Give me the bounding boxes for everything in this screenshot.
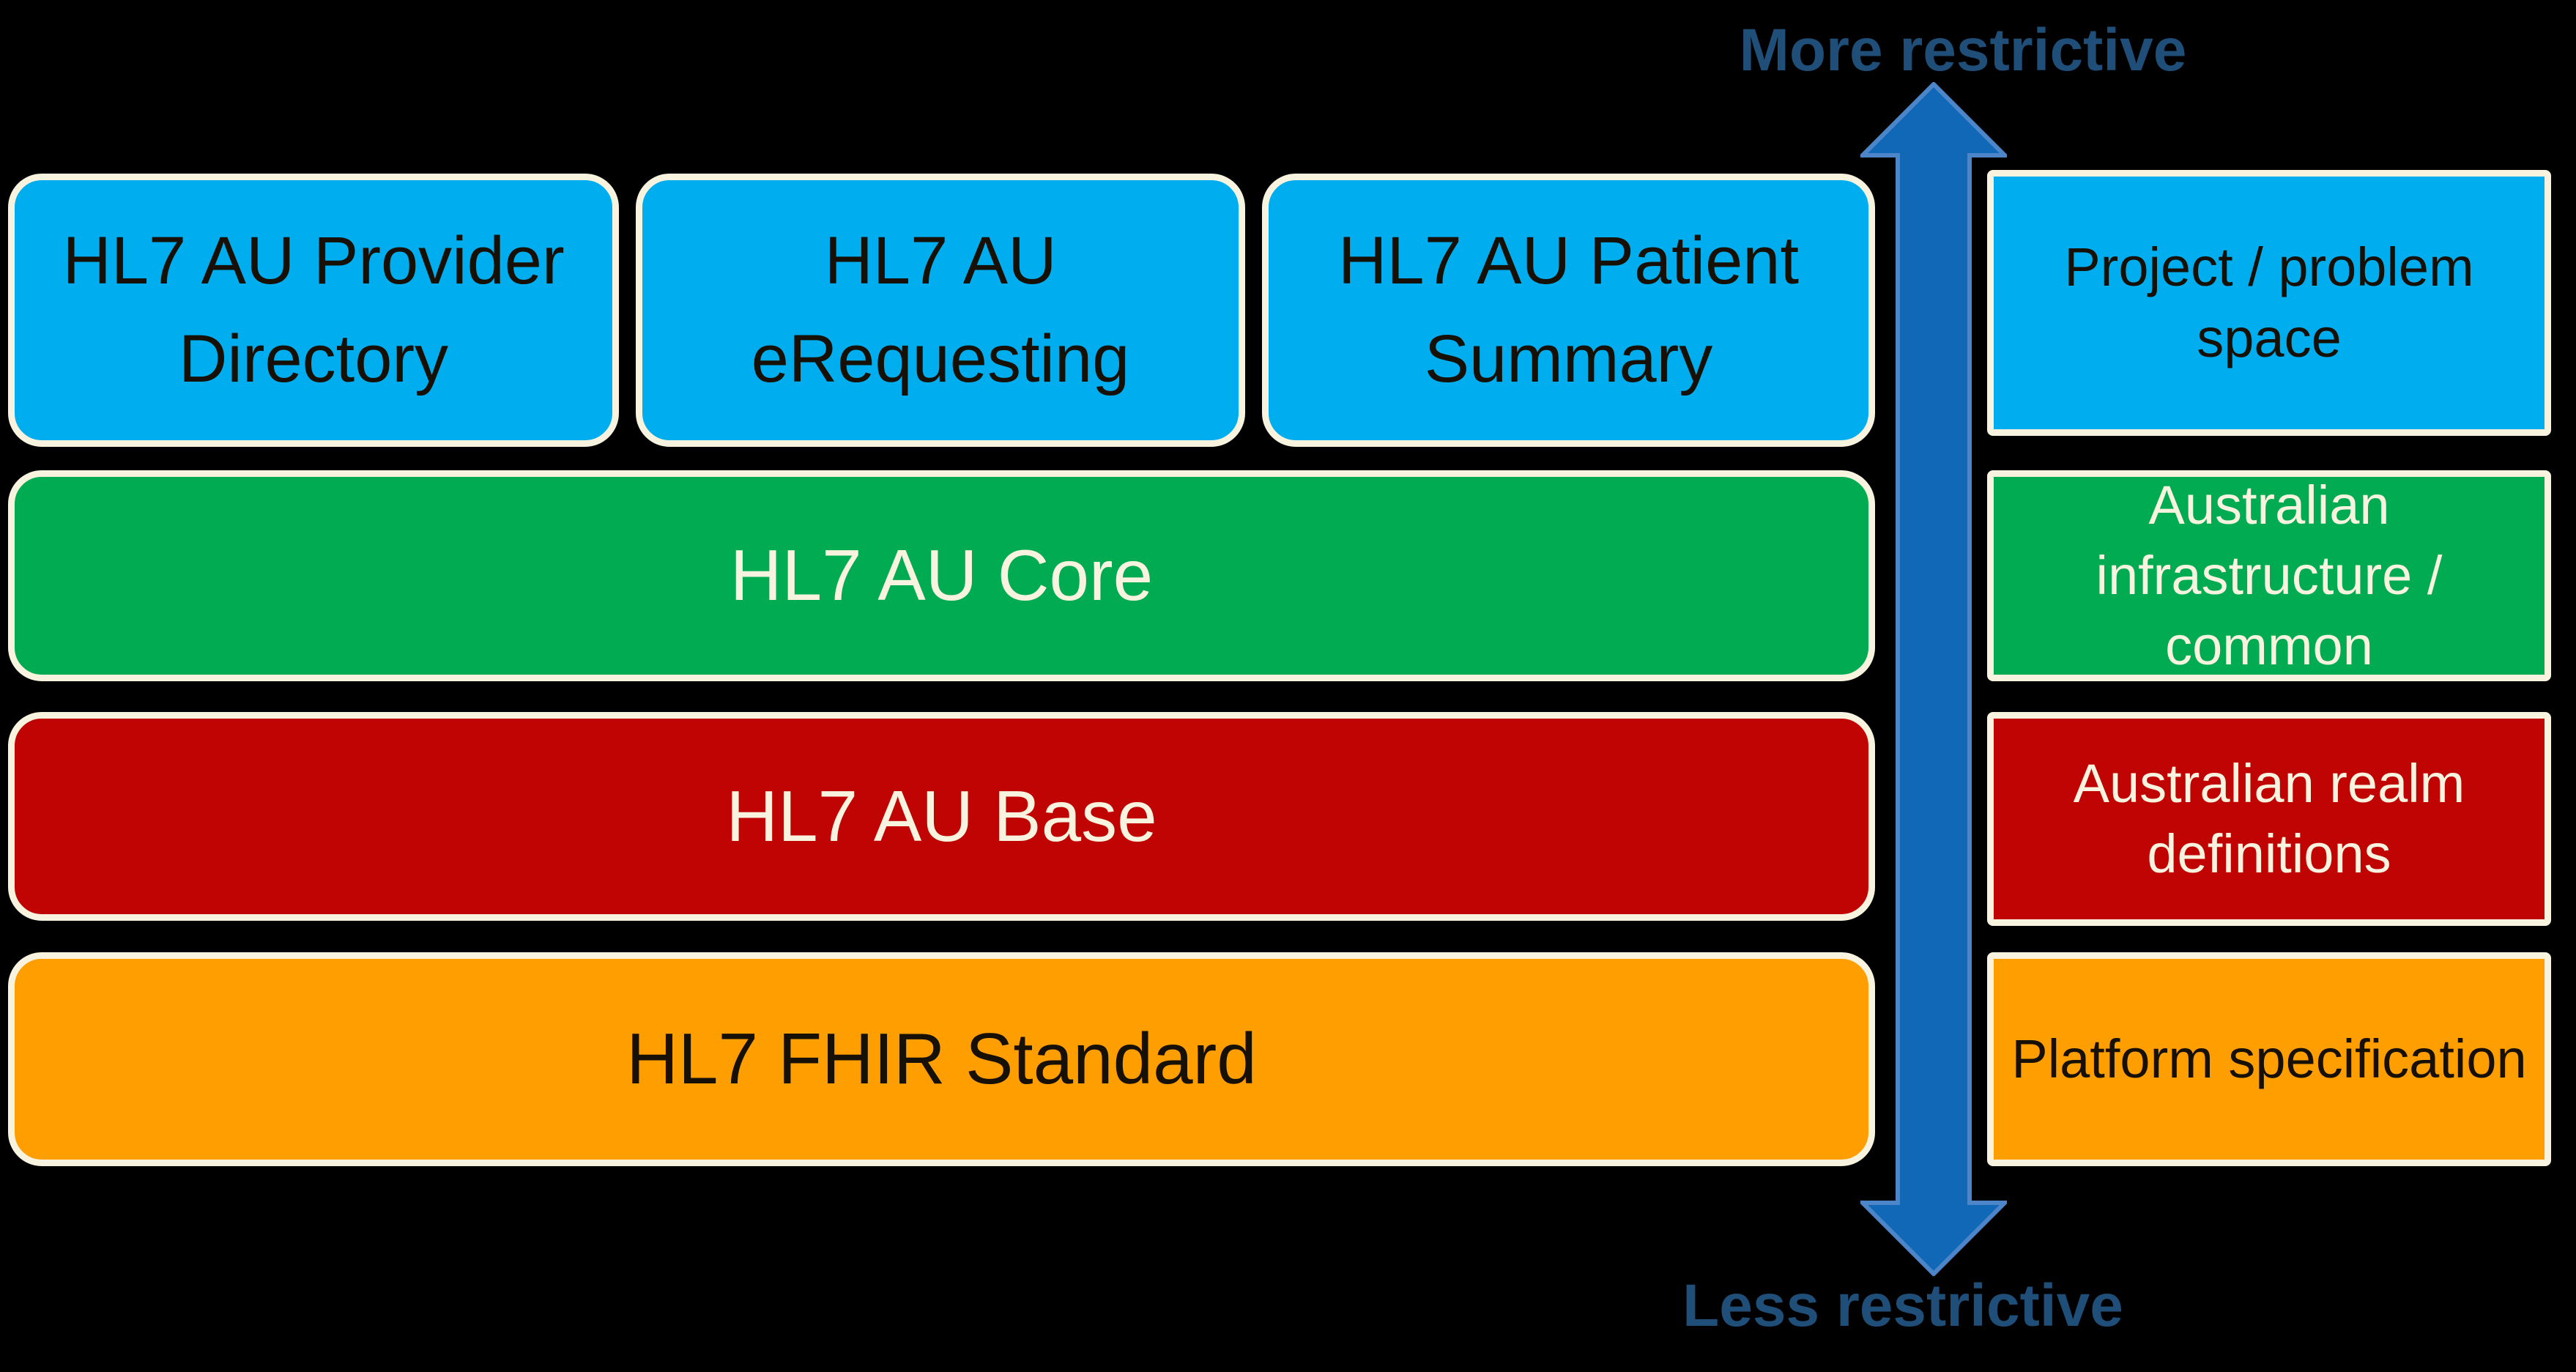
legend-box-project-problem-space-label: Project / problem space xyxy=(2064,237,2474,368)
legend-box-australian-infrastructure: Australian infrastructure / common xyxy=(1987,470,2551,681)
layer-box-au-base: HL7 AU Base xyxy=(8,712,1875,921)
project-box-patient-summary: HL7 AU Patient Summary xyxy=(1262,174,1875,447)
project-box-provider-directory-label: HL7 AU Provider Directory xyxy=(62,223,565,396)
legend-box-platform-specification-label: Platform specification xyxy=(2011,1028,2527,1089)
layer-box-au-core: HL7 AU Core xyxy=(8,470,1875,681)
project-box-patient-summary-label: HL7 AU Patient Summary xyxy=(1337,223,1800,396)
project-box-provider-directory: HL7 AU Provider Directory xyxy=(8,174,619,447)
more-restrictive-label: More restrictive xyxy=(1739,17,2187,84)
layer-box-au-core-label: HL7 AU Core xyxy=(730,535,1154,616)
legend-box-project-problem-space: Project / problem space xyxy=(1987,170,2551,436)
legend-box-australian-realm-label: Australian realm definitions xyxy=(2073,752,2465,884)
less-restrictive-label: Less restrictive xyxy=(1682,1272,2123,1339)
layer-box-au-base-label: HL7 AU Base xyxy=(726,775,1157,856)
legend-box-platform-specification: Platform specification xyxy=(1987,952,2551,1166)
restrictiveness-axis xyxy=(1857,81,2011,1278)
legend-box-australian-infrastructure-label: Australian infrastructure / common xyxy=(2096,474,2443,677)
project-box-erequesting-label: HL7 AU eRequesting xyxy=(751,223,1130,396)
layer-box-fhir-standard: HL7 FHIR Standard xyxy=(8,952,1875,1166)
double-arrow-icon xyxy=(1857,81,2011,1278)
legend-box-australian-realm: Australian realm definitions xyxy=(1987,712,2551,926)
layer-box-fhir-standard-label: HL7 FHIR Standard xyxy=(626,1018,1257,1100)
project-box-erequesting: HL7 AU eRequesting xyxy=(636,174,1245,447)
